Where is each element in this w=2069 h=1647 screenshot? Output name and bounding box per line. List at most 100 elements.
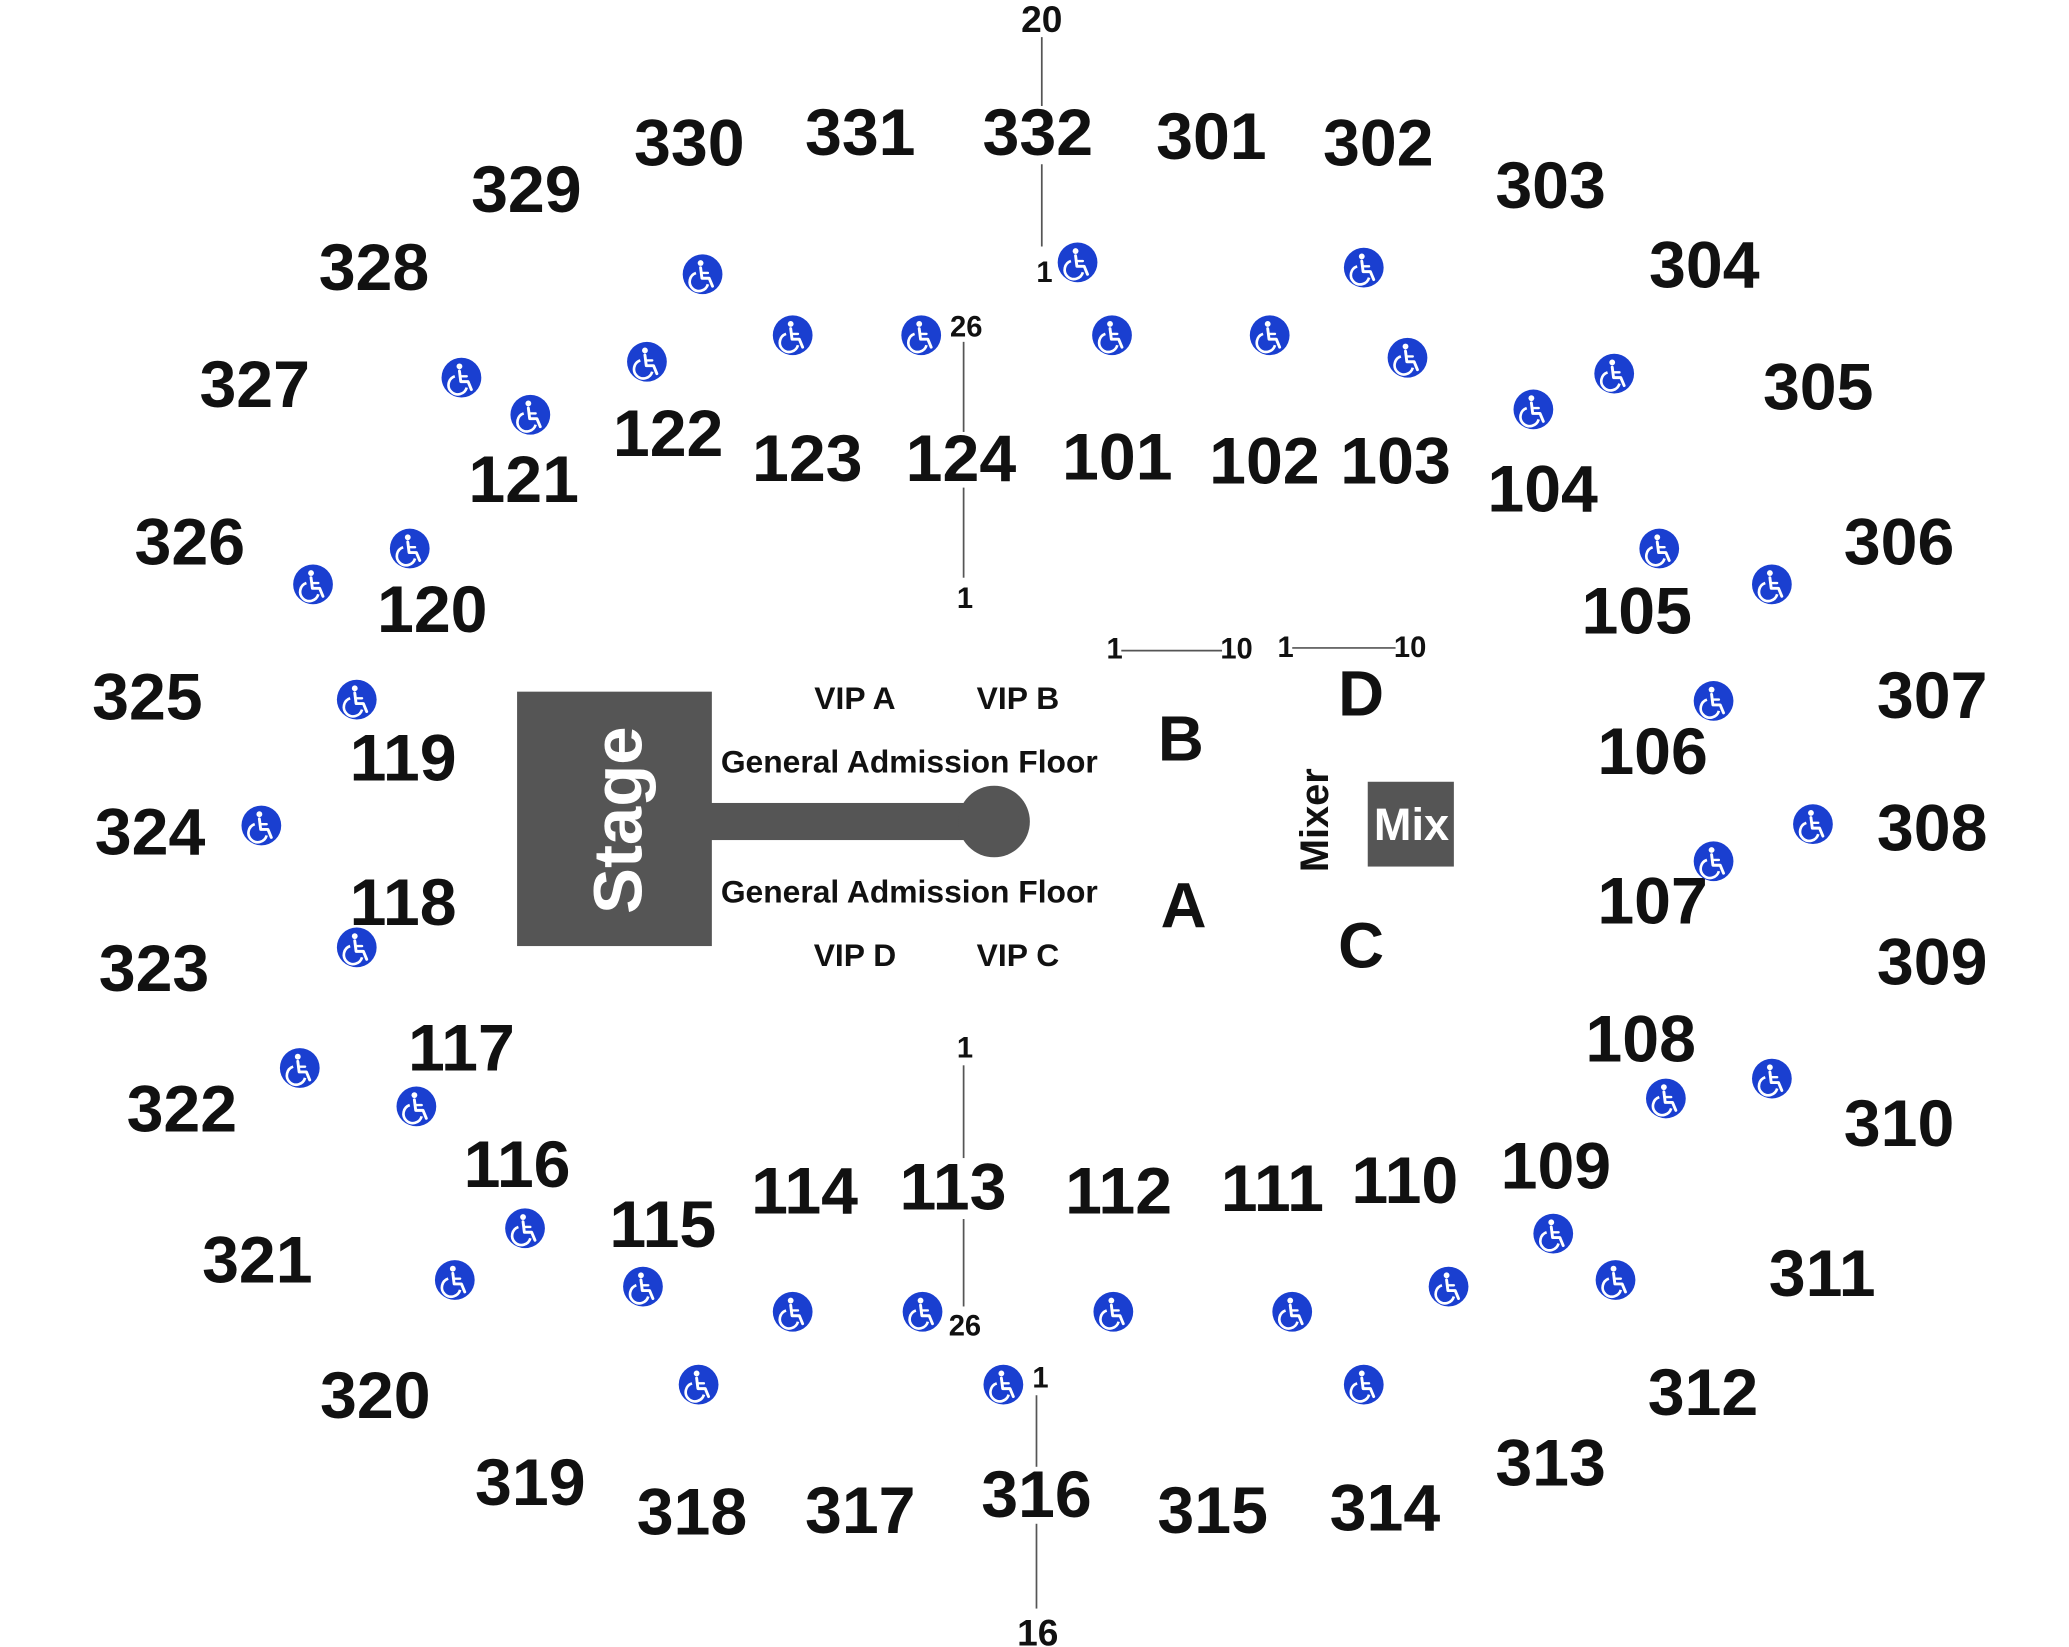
- section-122[interactable]: 122: [613, 397, 724, 471]
- vip-b[interactable]: VIP B: [977, 680, 1059, 716]
- wheelchair-icon[interactable]: [1750, 563, 1794, 606]
- section-323[interactable]: 323: [99, 932, 210, 1006]
- section-312[interactable]: 312: [1648, 1356, 1759, 1430]
- wheelchair-icon[interactable]: [240, 804, 283, 847]
- wheelchair-icon[interactable]: [1637, 527, 1681, 570]
- section-116[interactable]: 116: [464, 1128, 571, 1202]
- wheelchair-icon[interactable]: [1692, 679, 1735, 723]
- wheelchair-icon[interactable]: [335, 926, 379, 969]
- section-118[interactable]: 118: [350, 866, 457, 940]
- section-120[interactable]: 120: [377, 573, 488, 647]
- section-115[interactable]: 115: [609, 1188, 716, 1262]
- section-306[interactable]: 306: [1844, 505, 1955, 579]
- section-111[interactable]: 111: [1221, 1152, 1324, 1226]
- wheelchair-icon[interactable]: [1594, 1258, 1637, 1302]
- ga-floor-bottom[interactable]: General Admission Floor: [721, 873, 1098, 909]
- section-105[interactable]: 105: [1581, 574, 1692, 648]
- section-328[interactable]: 328: [319, 231, 430, 305]
- section-308[interactable]: 308: [1877, 792, 1988, 866]
- section-114[interactable]: 114: [751, 1155, 858, 1229]
- wheelchair-icon[interactable]: [440, 356, 483, 399]
- wheelchair-icon[interactable]: [1791, 802, 1835, 846]
- wheelchair-icon[interactable]: [1427, 1265, 1470, 1308]
- floor-zone-d[interactable]: D: [1338, 659, 1384, 730]
- floor-zone-a[interactable]: A: [1161, 871, 1207, 942]
- section-305[interactable]: 305: [1763, 350, 1874, 424]
- wheelchair-icon[interactable]: [1056, 241, 1099, 284]
- section-103[interactable]: 103: [1340, 425, 1451, 499]
- section-109[interactable]: 109: [1501, 1130, 1612, 1204]
- wheelchair-icon[interactable]: [899, 313, 943, 357]
- section-310[interactable]: 310: [1844, 1087, 1955, 1161]
- section-314[interactable]: 314: [1330, 1471, 1441, 1545]
- wheelchair-icon[interactable]: [291, 563, 335, 606]
- section-313[interactable]: 313: [1495, 1426, 1606, 1500]
- section-119[interactable]: 119: [350, 721, 457, 795]
- section-331[interactable]: 331: [805, 96, 916, 170]
- wheelchair-icon[interactable]: [771, 1290, 815, 1334]
- section-102[interactable]: 102: [1209, 425, 1320, 499]
- vip-c[interactable]: VIP C: [977, 937, 1060, 973]
- section-319[interactable]: 319: [475, 1446, 586, 1520]
- wheelchair-icon[interactable]: [1592, 352, 1636, 395]
- wheelchair-icon[interactable]: [982, 1363, 1025, 1406]
- section-330[interactable]: 330: [634, 107, 745, 181]
- wheelchair-icon[interactable]: [1386, 336, 1429, 380]
- wheelchair-icon[interactable]: [771, 313, 815, 357]
- wheelchair-icon[interactable]: [503, 1206, 547, 1250]
- section-327[interactable]: 327: [199, 348, 310, 422]
- ga-floor-top[interactable]: General Admission Floor: [721, 743, 1098, 779]
- section-316[interactable]: 316: [981, 1458, 1092, 1532]
- wheelchair-icon[interactable]: [278, 1046, 322, 1090]
- floor-zone-c[interactable]: C: [1338, 910, 1384, 981]
- wheelchair-icon[interactable]: [1342, 246, 1386, 289]
- wheelchair-icon[interactable]: [395, 1085, 438, 1128]
- wheelchair-icon[interactable]: [1248, 313, 1292, 357]
- wheelchair-icon[interactable]: [901, 1290, 944, 1334]
- vip-a[interactable]: VIP A: [814, 680, 895, 716]
- wheelchair-icon[interactable]: [1644, 1077, 1688, 1120]
- wheelchair-icon[interactable]: [1090, 313, 1134, 357]
- section-318[interactable]: 318: [637, 1475, 748, 1549]
- wheelchair-icon[interactable]: [1342, 1363, 1386, 1406]
- section-311[interactable]: 311: [1769, 1237, 1876, 1311]
- vip-d[interactable]: VIP D: [814, 937, 896, 973]
- section-106[interactable]: 106: [1597, 715, 1708, 789]
- wheelchair-icon[interactable]: [625, 340, 669, 384]
- wheelchair-icon[interactable]: [1750, 1057, 1794, 1100]
- section-322[interactable]: 322: [127, 1073, 238, 1147]
- section-315[interactable]: 315: [1157, 1474, 1268, 1548]
- section-108[interactable]: 108: [1585, 1002, 1696, 1076]
- section-324[interactable]: 324: [95, 796, 206, 870]
- section-101[interactable]: 101: [1062, 421, 1173, 495]
- section-107[interactable]: 107: [1597, 865, 1708, 939]
- section-307[interactable]: 307: [1877, 659, 1988, 733]
- wheelchair-icon[interactable]: [1092, 1290, 1135, 1334]
- wheelchair-icon[interactable]: [621, 1265, 665, 1308]
- wheelchair-icon[interactable]: [1692, 839, 1735, 883]
- section-325[interactable]: 325: [92, 660, 203, 734]
- wheelchair-icon[interactable]: [388, 527, 432, 570]
- wheelchair-icon[interactable]: [1270, 1290, 1314, 1334]
- section-302[interactable]: 302: [1323, 107, 1434, 181]
- section-326[interactable]: 326: [135, 505, 246, 579]
- section-301[interactable]: 301: [1156, 100, 1267, 174]
- section-304[interactable]: 304: [1649, 229, 1760, 303]
- section-123[interactable]: 123: [752, 422, 863, 496]
- section-121[interactable]: 121: [468, 443, 579, 517]
- wheelchair-icon[interactable]: [677, 1363, 720, 1406]
- wheelchair-icon[interactable]: [1531, 1212, 1575, 1255]
- wheelchair-icon[interactable]: [433, 1258, 477, 1302]
- wheelchair-icon[interactable]: [508, 393, 552, 437]
- section-320[interactable]: 320: [320, 1359, 431, 1433]
- section-117[interactable]: 117: [408, 1012, 515, 1086]
- section-124[interactable]: 124: [906, 422, 1017, 496]
- section-329[interactable]: 329: [471, 153, 582, 227]
- wheelchair-icon[interactable]: [1512, 388, 1555, 431]
- section-309[interactable]: 309: [1877, 925, 1988, 999]
- section-110[interactable]: 110: [1351, 1144, 1458, 1218]
- section-113[interactable]: 113: [900, 1151, 1007, 1225]
- wheelchair-icon[interactable]: [681, 252, 724, 296]
- wheelchair-icon[interactable]: [335, 678, 379, 721]
- section-332[interactable]: 332: [983, 96, 1094, 170]
